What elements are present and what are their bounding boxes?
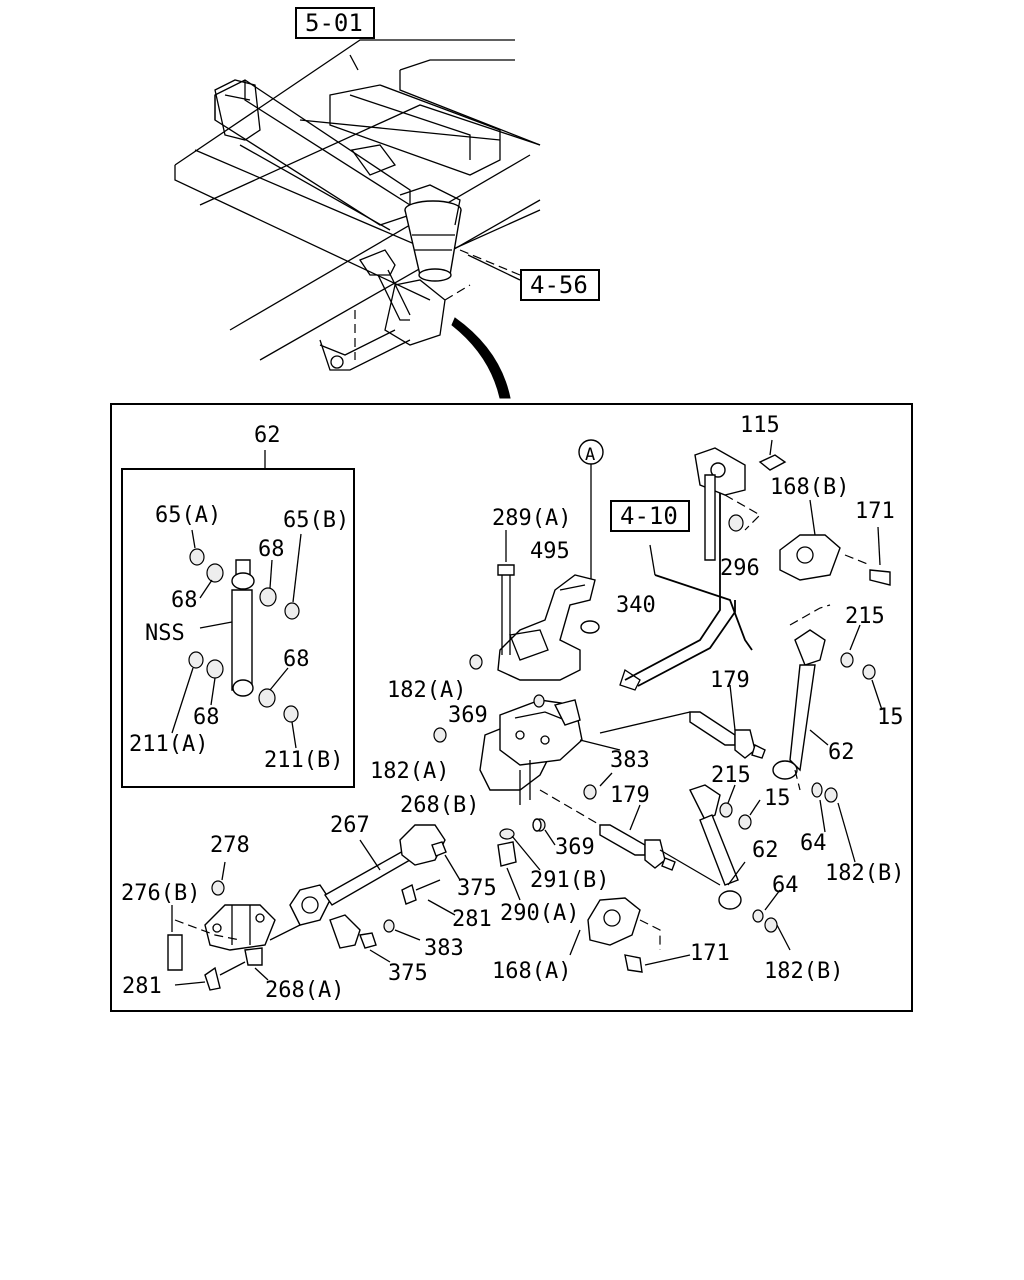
callout-383-lower: 383 — [424, 936, 464, 961]
callout-179-lower: 179 — [610, 783, 650, 808]
ref-box-stabilizer — [610, 500, 690, 532]
inset-frame — [121, 468, 355, 788]
callout-268b: 268(B) — [400, 793, 479, 818]
callout-171-lower: 171 — [690, 941, 730, 966]
marker-a-label: A — [585, 445, 595, 465]
detail-arrow — [451, 317, 511, 399]
callout-369-upper: 369 — [448, 703, 488, 728]
callout-182b-lower: 182(B) — [764, 959, 843, 984]
callout-296: 296 — [720, 556, 760, 581]
callout-267: 267 — [330, 813, 370, 838]
callout-182a-lower: 182(A) — [370, 759, 449, 784]
callout-289a: 289(A) — [492, 506, 571, 531]
inset-label-65b: 65(B) — [283, 508, 349, 533]
ref-air-spring-label: 4-56 — [530, 271, 588, 299]
inset-shock-absorber — [171, 529, 302, 749]
callout-369-lower: 369 — [555, 835, 595, 860]
frame-overview-drawing — [174, 39, 541, 371]
callout-276b: 276(B) — [121, 881, 200, 906]
callout-labels: 115 168(B) 171 289(A) 495 340 296 215 15… — [121, 413, 904, 1003]
callout-171-upper: 171 — [855, 499, 895, 524]
inset-title: 62 — [254, 423, 281, 448]
ref-stabilizer-label: 4-10 — [620, 502, 678, 530]
inset-label-68-upper-right: 68 — [258, 537, 285, 562]
callout-215-lower: 215 — [711, 763, 751, 788]
callout-168a: 168(A) — [492, 959, 571, 984]
callout-182a-upper: 182(A) — [387, 678, 466, 703]
callout-290a: 290(A) — [500, 901, 579, 926]
ref-box-frame — [295, 7, 375, 39]
inset-label-65a: 65(A) — [155, 503, 221, 528]
callout-64-lower: 64 — [772, 873, 799, 898]
callout-115: 115 — [740, 413, 780, 438]
inset-label-68-lower-right: 68 — [283, 647, 310, 672]
callout-375-lower: 375 — [388, 961, 428, 986]
callout-375-upper: 375 — [457, 876, 497, 901]
inset-label-211b: 211(B) — [264, 748, 343, 773]
callout-15-lower: 15 — [764, 786, 791, 811]
callout-179-upper: 179 — [710, 668, 750, 693]
detail-frame — [110, 403, 913, 1012]
inset-label-68-upper-left: 68 — [171, 588, 198, 613]
callout-62-upper: 62 — [828, 740, 855, 765]
callout-62-lower: 62 — [752, 838, 779, 863]
callout-281-lower: 281 — [122, 974, 162, 999]
callout-215-upper: 215 — [845, 604, 885, 629]
assembly-drawing — [167, 439, 891, 991]
inset-label-211a: 211(A) — [129, 732, 208, 757]
callout-495: 495 — [530, 539, 570, 564]
callout-64-upper: 64 — [800, 831, 827, 856]
inset-label-68-lower-left: 68 — [193, 705, 220, 730]
callout-291b: 291(B) — [530, 868, 609, 893]
ref-box-air-spring — [520, 269, 600, 301]
callout-268a: 268(A) — [265, 978, 344, 1003]
callout-383-upper: 383 — [610, 748, 650, 773]
callout-182b-upper: 182(B) — [825, 861, 904, 886]
callout-340: 340 — [616, 593, 656, 618]
callout-278: 278 — [210, 833, 250, 858]
callout-15-upper: 15 — [877, 705, 904, 730]
callout-168b: 168(B) — [770, 475, 849, 500]
ref-frame-label: 5-01 — [305, 9, 363, 37]
inset-label-nss: NSS — [145, 621, 185, 646]
callout-281-upper: 281 — [452, 907, 492, 932]
